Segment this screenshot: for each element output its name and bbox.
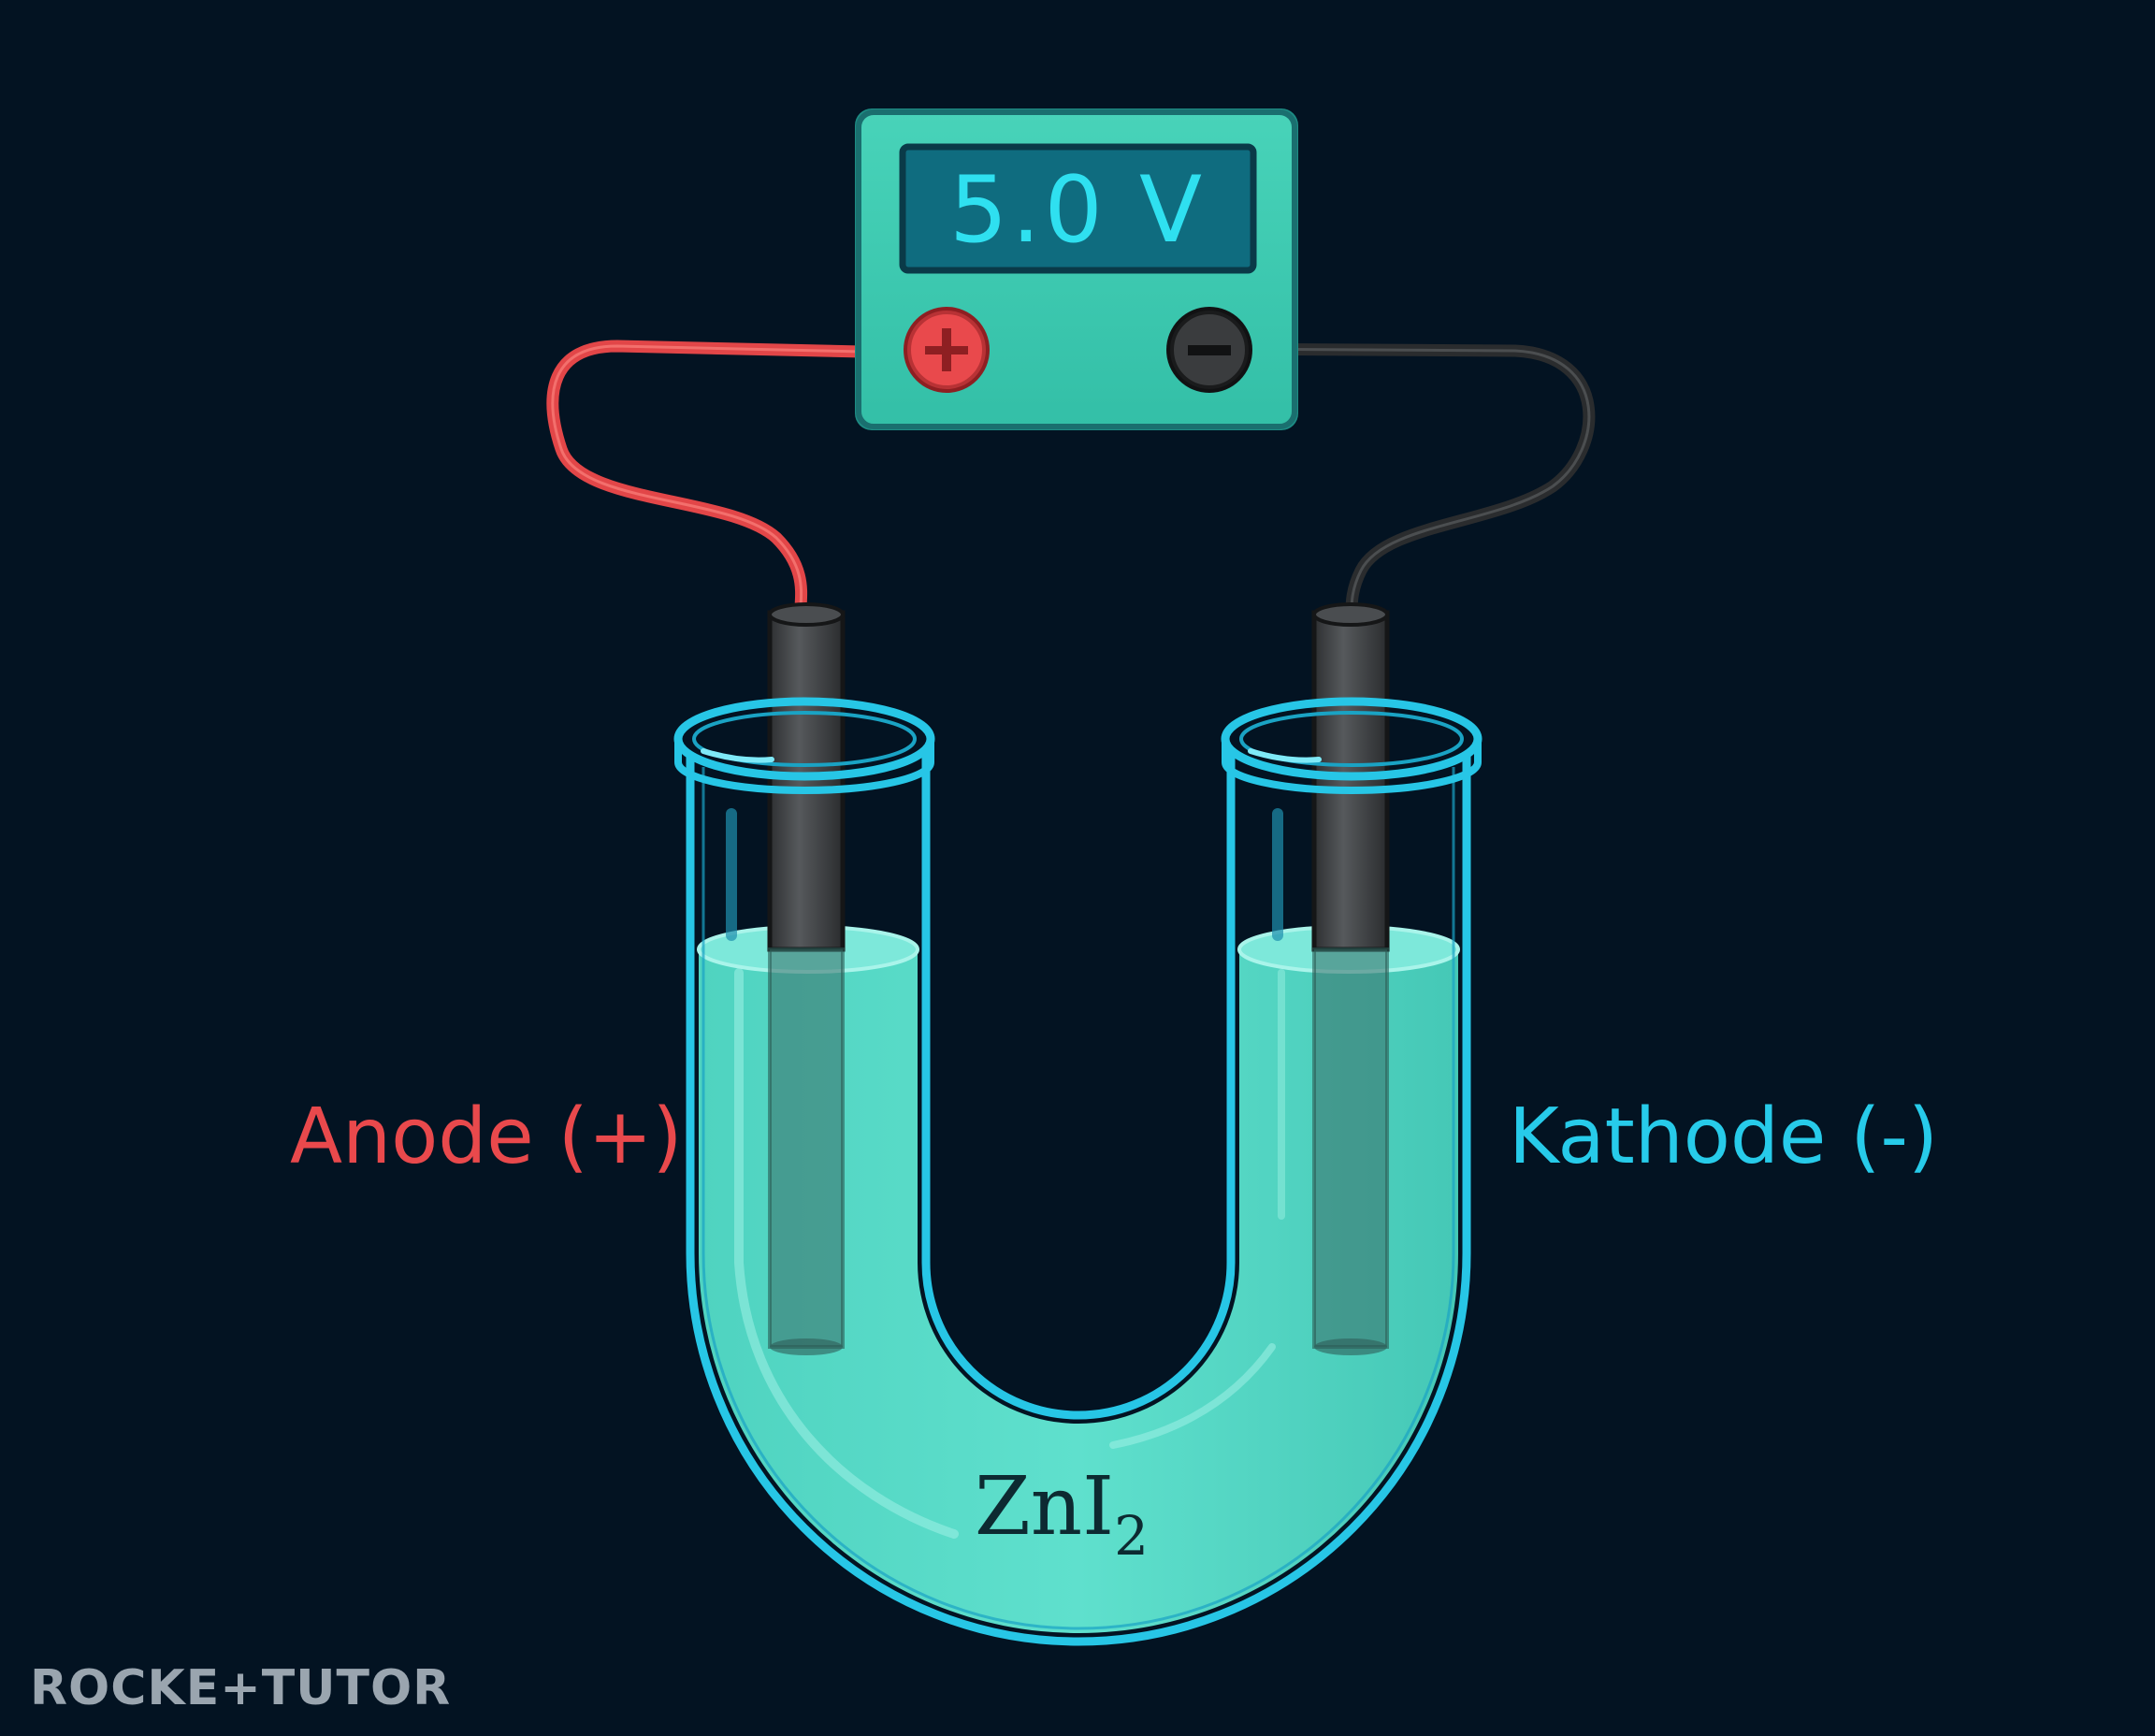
voltmeter-reading: 5.0 V <box>949 157 1206 264</box>
formula-main: ZnI <box>975 1460 1114 1554</box>
anode-label: Anode (+) <box>290 1092 683 1181</box>
left-tube-rim <box>673 697 935 794</box>
right-tube-rim <box>1221 697 1482 794</box>
formula-subscript: 2 <box>1114 1504 1149 1568</box>
u-tube-glass <box>686 753 1471 1646</box>
voltmeter: 5.0 V <box>855 108 1298 430</box>
voltmeter-display <box>899 143 1257 274</box>
kathode-electrode <box>1311 602 1390 1355</box>
electrolyte-formula: ZnI2 <box>975 1460 1149 1568</box>
negative-terminal-icon <box>1166 307 1252 393</box>
rocketutor-logo: ROCKE+TUTOR <box>30 1660 451 1716</box>
positive-terminal-icon <box>904 307 990 393</box>
anode-electrode <box>767 602 846 1355</box>
electrolyte-liquid <box>699 949 1458 1633</box>
logo-text: ROCKE+TUTOR <box>30 1660 451 1716</box>
kathode-label: Kathode (-) <box>1509 1092 1938 1181</box>
